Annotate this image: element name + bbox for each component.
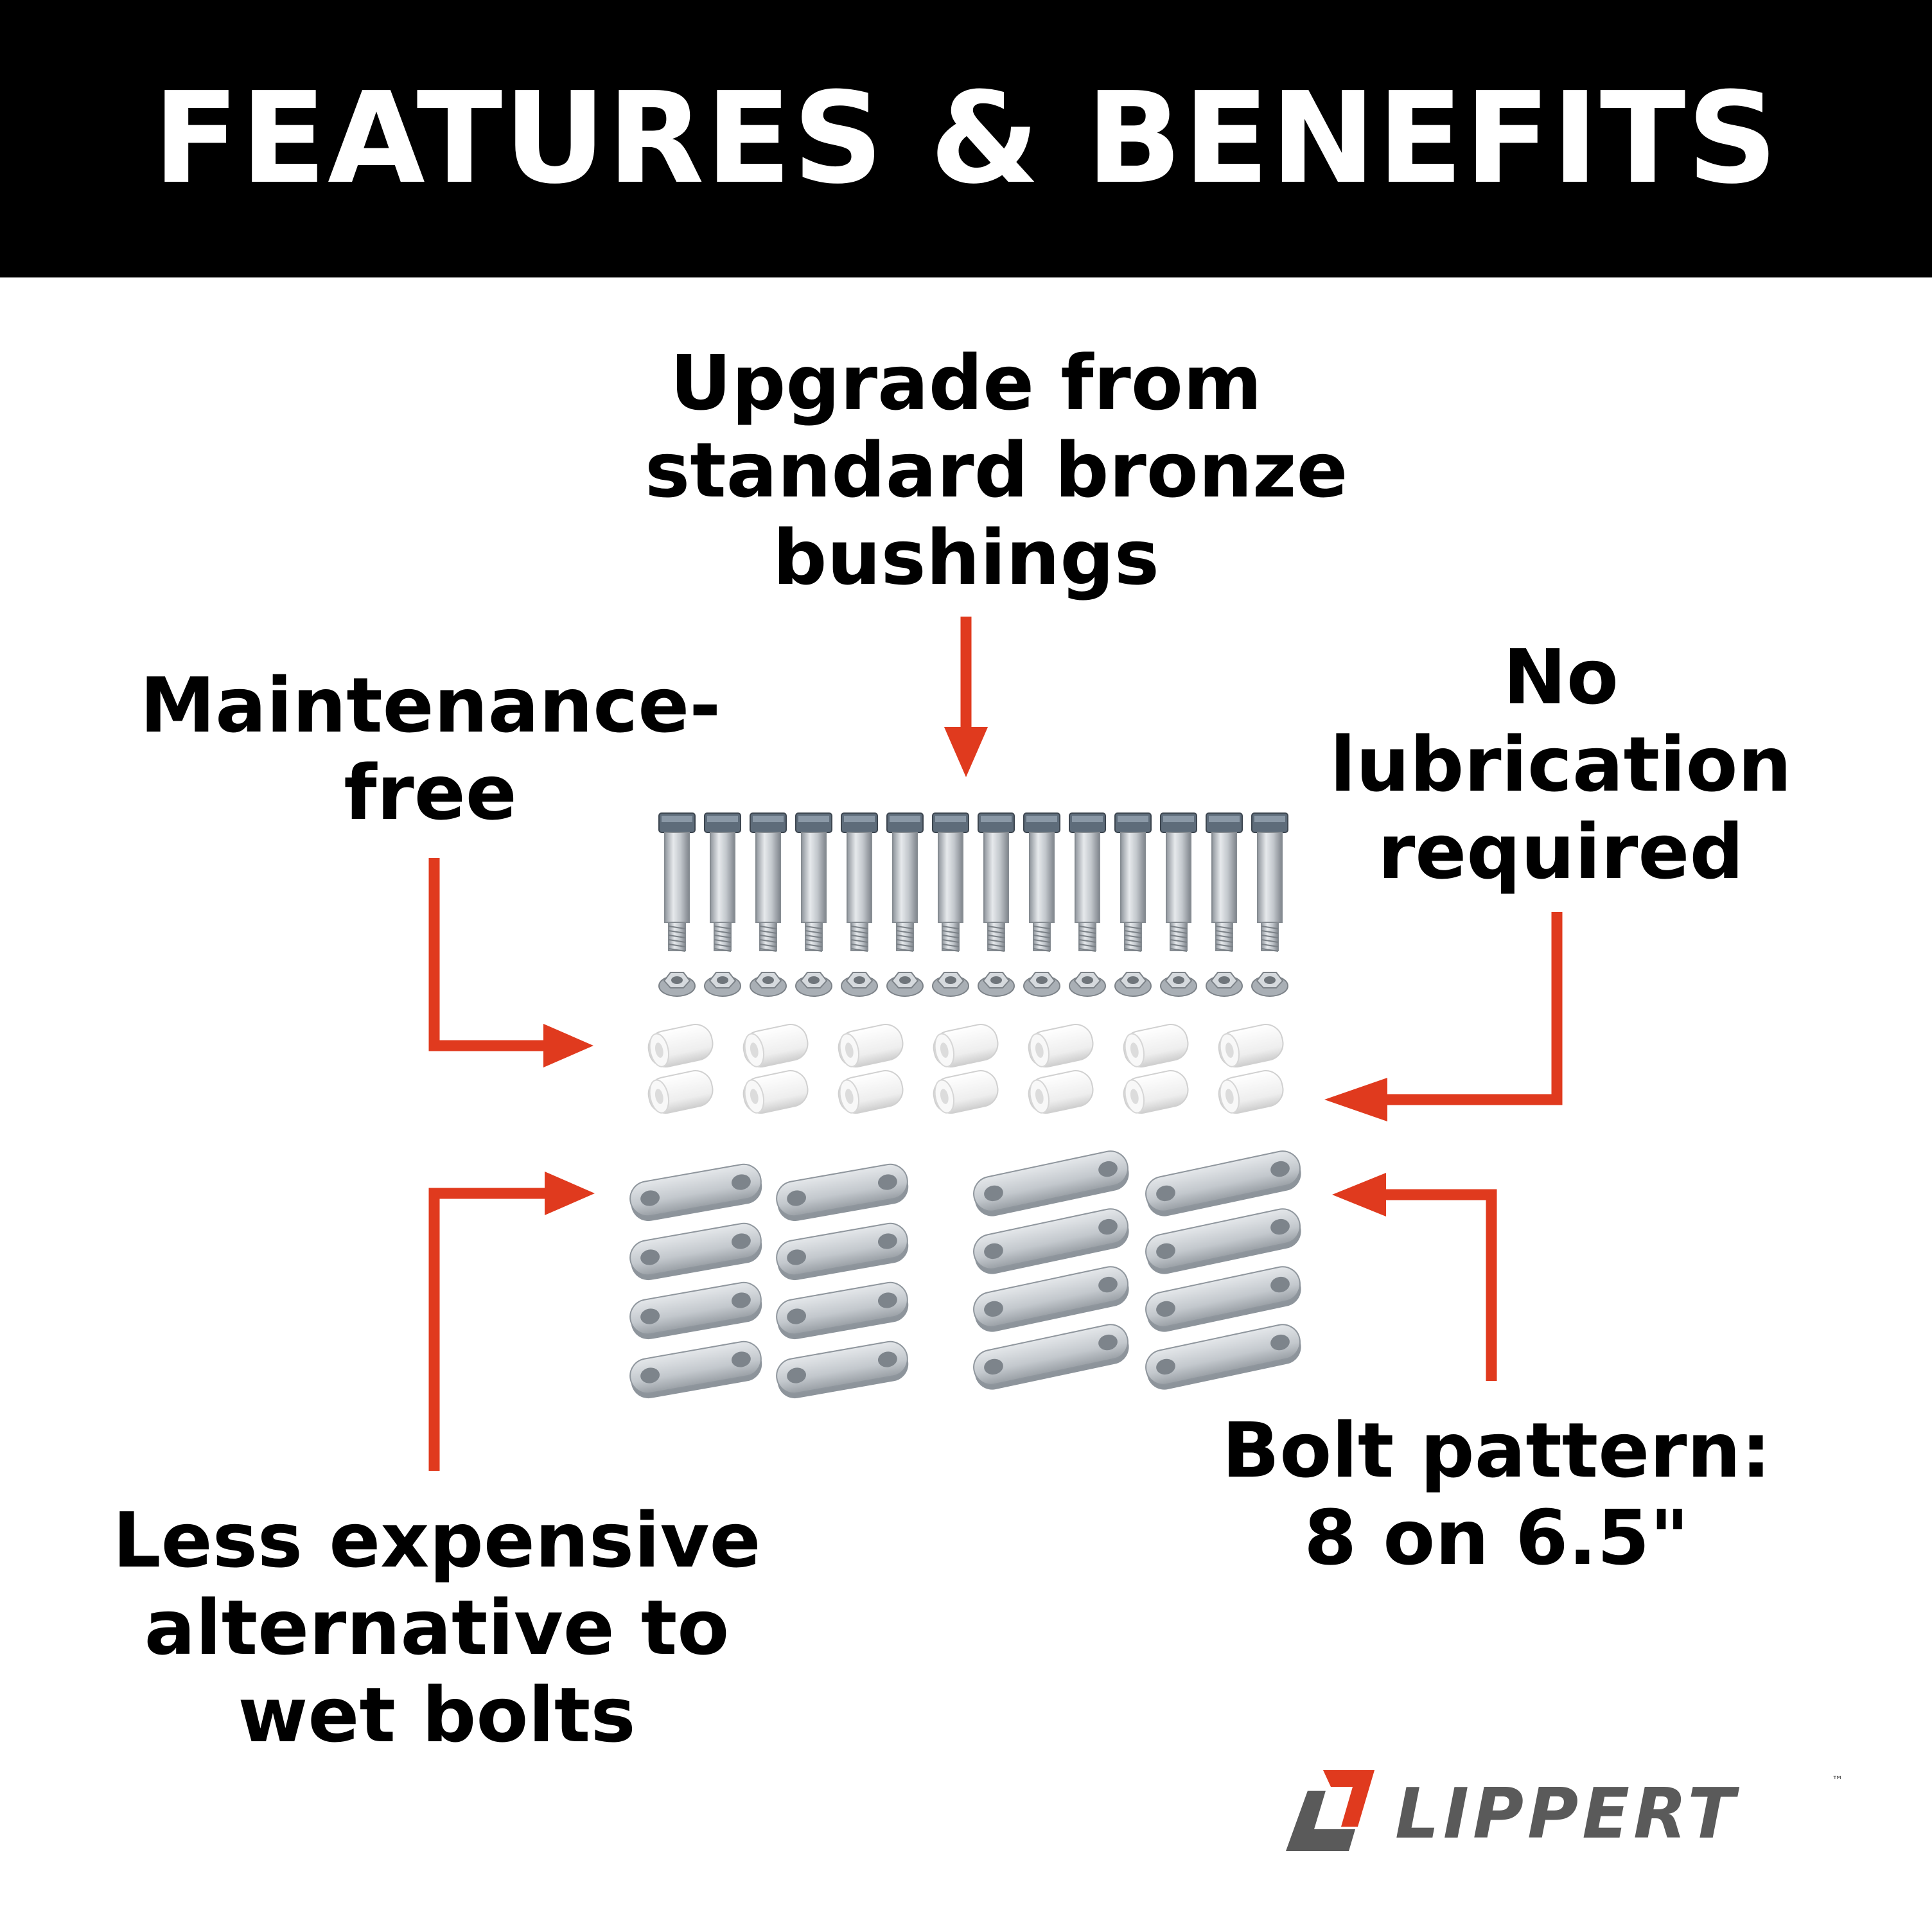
bushing xyxy=(742,1070,809,1114)
callout-upgrade-line-1: Upgrade from xyxy=(670,338,1262,427)
shackle-plates-group xyxy=(629,1150,1301,1399)
bushing xyxy=(1218,1024,1284,1067)
arrowhead-bolt-pattern xyxy=(1332,1173,1386,1216)
bolt xyxy=(704,812,741,952)
bolt xyxy=(1160,812,1197,952)
shackle-plate xyxy=(629,1163,762,1222)
callout-lubrication: No lubrication required xyxy=(1259,633,1863,895)
arrow-maintenance xyxy=(428,858,550,1051)
bolt xyxy=(841,812,878,952)
flange-nut xyxy=(704,972,741,997)
callout-expensive-line-3: wet bolts xyxy=(238,1671,636,1759)
flange-nut xyxy=(1114,972,1152,997)
flange-nut xyxy=(1023,972,1060,997)
shackle-plate xyxy=(973,1208,1129,1274)
callout-upgrade-line-3: bushings xyxy=(773,513,1159,602)
callout-expensive-line-2: alternative to xyxy=(144,1583,730,1672)
page-title: FEATURES & BENEFITS xyxy=(153,66,1779,212)
bolt xyxy=(1251,812,1288,952)
header-banner: FEATURES & BENEFITS xyxy=(0,0,1932,277)
callout-expensive: Less expensive alternative to wet bolts xyxy=(103,1497,771,1759)
bushing xyxy=(933,1024,999,1067)
shackle-plate xyxy=(629,1340,762,1399)
callout-maintenance-line-2: free xyxy=(344,748,517,837)
flange-nut xyxy=(1069,972,1106,997)
flange-nut xyxy=(1160,972,1197,997)
bushing xyxy=(1028,1070,1094,1114)
arrowhead-lubrication xyxy=(1324,1078,1387,1121)
bushing xyxy=(1218,1070,1284,1114)
lippert-logo-mark-icon xyxy=(1286,1770,1374,1851)
callout-lubrication-line-2: lubrication xyxy=(1330,720,1792,809)
arrowhead-maintenance xyxy=(543,1024,593,1067)
flange-nut xyxy=(795,972,832,997)
callout-upgrade: Upgrade from standard bronze bushings xyxy=(645,338,1348,602)
shackle-plate xyxy=(629,1281,762,1340)
shackle-plate xyxy=(1145,1324,1301,1390)
shackle-plate xyxy=(776,1340,909,1399)
bushing xyxy=(838,1024,904,1067)
arrow-bolt-pattern xyxy=(1380,1189,1497,1381)
nuts-group xyxy=(658,972,1288,997)
bolt xyxy=(750,812,787,952)
shackle-plate xyxy=(1145,1150,1301,1216)
callout-lubrication-line-3: required xyxy=(1378,807,1744,896)
shackle-plate xyxy=(973,1324,1129,1390)
arrow-expensive xyxy=(428,1188,551,1471)
shackle-plate xyxy=(1145,1208,1301,1274)
callout-bolt-line-1: Bolt pattern: xyxy=(1222,1406,1771,1495)
shackle-plate xyxy=(973,1150,1129,1216)
callout-expensive-line-1: Less expensive xyxy=(112,1496,761,1585)
bushing xyxy=(838,1070,904,1114)
bushing xyxy=(933,1070,999,1114)
bolt xyxy=(886,812,924,952)
shackle-plate xyxy=(629,1222,762,1281)
flange-nut xyxy=(750,972,787,997)
arrowhead-expensive xyxy=(545,1172,595,1215)
bolt xyxy=(1023,812,1060,952)
arrowhead-upgrade xyxy=(944,727,988,777)
trademark-symbol: ™ xyxy=(1832,1774,1843,1787)
flange-nut xyxy=(658,972,696,997)
bolt xyxy=(1206,812,1243,952)
flange-nut xyxy=(1206,972,1243,997)
bolts-group xyxy=(658,812,1288,952)
bolt xyxy=(1114,812,1152,952)
bolt xyxy=(795,812,832,952)
callout-maintenance-line-1: Maintenance- xyxy=(139,661,721,750)
bushing xyxy=(647,1070,714,1114)
bolt xyxy=(1069,812,1106,952)
flange-nut xyxy=(978,972,1015,997)
lippert-logo-text: LIPPERT xyxy=(1395,1774,1739,1854)
callout-lubrication-line-1: No xyxy=(1503,633,1619,721)
lippert-logo: LIPPERT ™ xyxy=(1278,1765,1856,1868)
bushing xyxy=(742,1024,809,1067)
callout-bolt-line-2: 8 on 6.5" xyxy=(1304,1493,1689,1582)
bushings-group xyxy=(647,1024,1284,1114)
bolt xyxy=(658,812,696,952)
bushing xyxy=(1123,1070,1189,1114)
bolt xyxy=(978,812,1015,952)
shackle-plate xyxy=(973,1266,1129,1332)
shackle-plate xyxy=(776,1281,909,1340)
flange-nut xyxy=(932,972,969,997)
bushing xyxy=(1123,1024,1189,1067)
bushing xyxy=(1028,1024,1094,1067)
bolt xyxy=(932,812,969,952)
arrow-lubrication xyxy=(1381,912,1563,1105)
callout-maintenance: Maintenance- free xyxy=(135,662,726,836)
flange-nut xyxy=(841,972,878,997)
shackle-plate xyxy=(1145,1266,1301,1332)
bushing xyxy=(647,1024,714,1067)
callout-upgrade-line-2: standard bronze xyxy=(645,426,1348,514)
shackle-plate xyxy=(776,1163,909,1222)
callout-bolt-pattern: Bolt pattern: 8 on 6.5" xyxy=(1201,1407,1792,1581)
flange-nut xyxy=(886,972,924,997)
flange-nut xyxy=(1251,972,1288,997)
shackle-plate xyxy=(776,1222,909,1281)
